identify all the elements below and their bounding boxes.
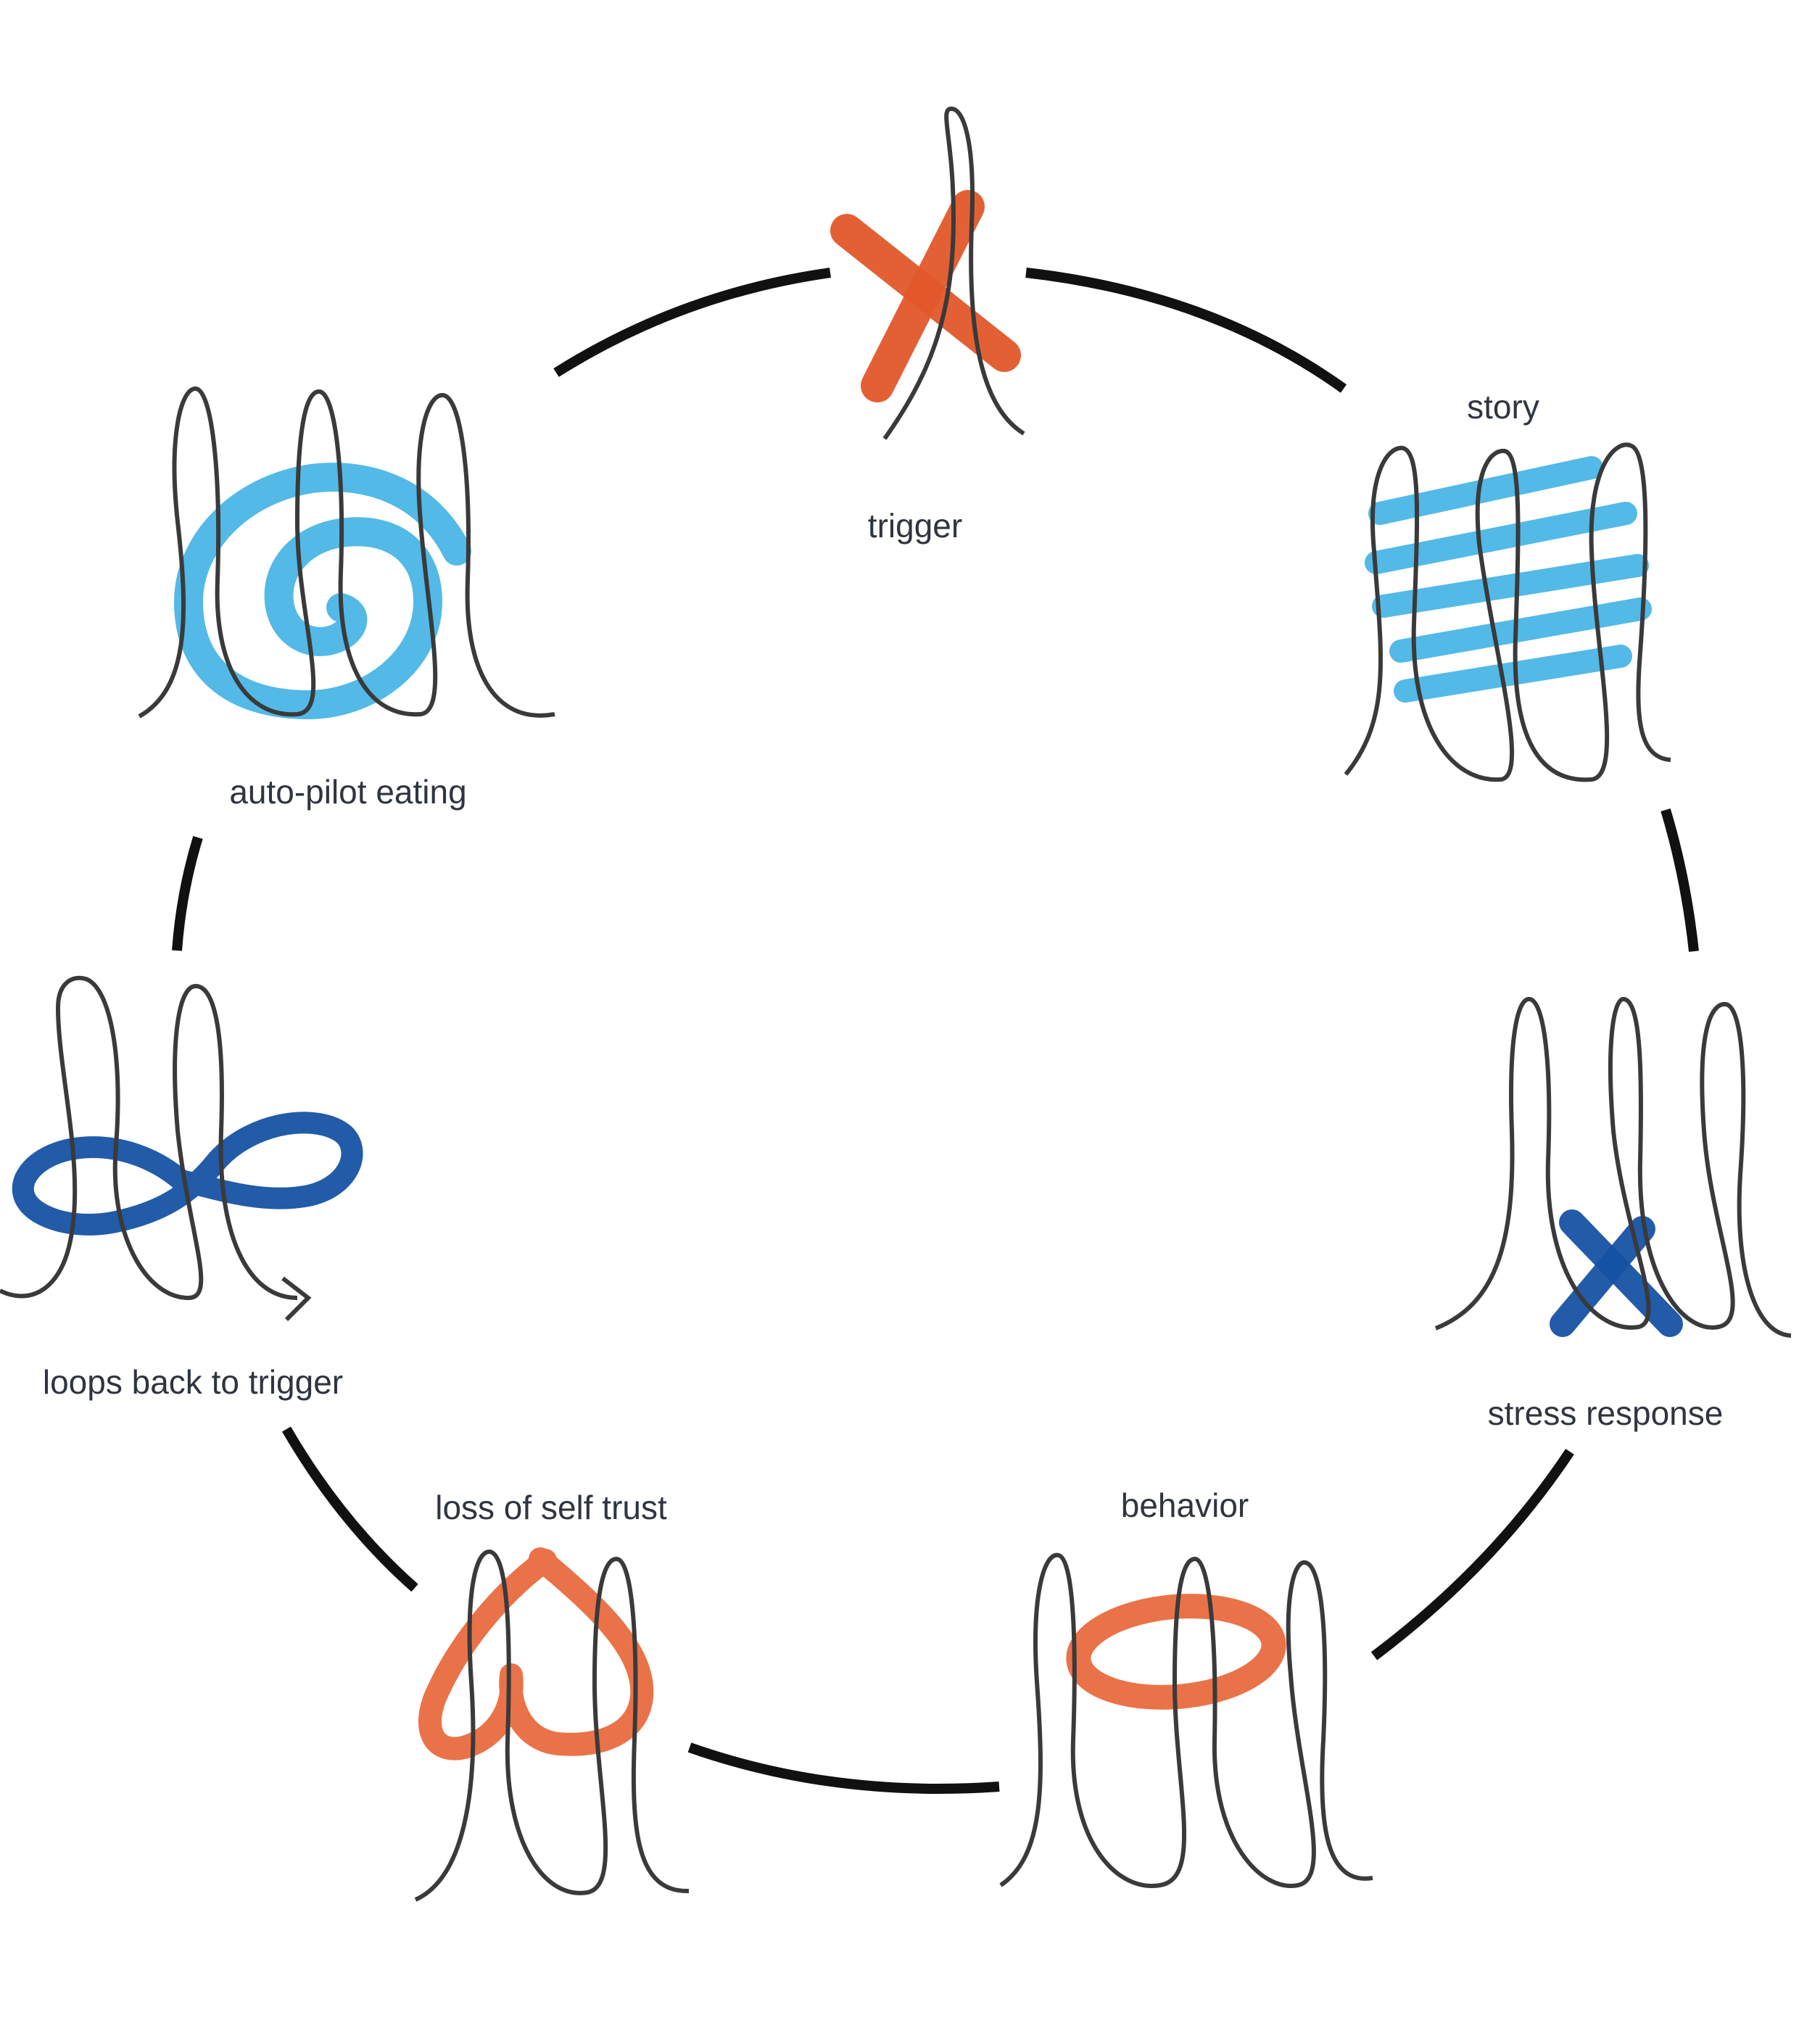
story-label: story: [1467, 388, 1539, 426]
node-story: story: [1344, 388, 1671, 782]
node-auto-pilot-eating: auto-pilot eating: [138, 386, 555, 811]
stress-response-loop-line: [1434, 996, 1792, 1338]
stress-response-x-scribble: [1550, 1209, 1683, 1337]
node-trigger: trigger: [830, 106, 1025, 545]
auto-pilot-loop-line: [138, 386, 555, 719]
loops-back-to-trigger-label: loops back to trigger: [43, 1363, 343, 1401]
ring-arc-autopilot-trigger: [553, 268, 831, 377]
trigger-loop-line: [882, 106, 1025, 440]
ring-arc-behavior-loss: [687, 1742, 1000, 1794]
node-stress-response: stress response: [1434, 996, 1792, 1432]
story-loop-line: [1344, 442, 1671, 782]
ring-arc-story-stress: [1661, 808, 1699, 952]
trigger-label: trigger: [868, 507, 962, 545]
loops-back-arrowhead-icon: [281, 1276, 312, 1322]
cycle-ring: [172, 268, 1699, 1794]
loss-of-self-trust-label: loss of self trust: [435, 1489, 667, 1526]
ring-arc-loops-autopilot: [172, 835, 203, 951]
ring-arc-trigger-story: [1025, 268, 1347, 393]
behavior-label: behavior: [1121, 1486, 1249, 1524]
stress-response-label: stress response: [1488, 1394, 1724, 1432]
loops-back-loop-line: [0, 975, 298, 1301]
node-loops-back-to-trigger: loops back to trigger: [0, 975, 363, 1401]
behavior-loop-line: [999, 1552, 1373, 1888]
node-loss-of-self-trust: loss of self trust: [414, 1489, 690, 1902]
loss-of-self-trust-heart-scribble: [418, 1547, 654, 1760]
ring-arc-stress-behavior: [1370, 1449, 1574, 1660]
ring-arc-loss-loops: [281, 1426, 418, 1592]
loops-back-infinity-scribble: [12, 1112, 363, 1236]
behavior-ring-scribble: [1066, 1594, 1286, 1710]
auto-pilot-eating-label: auto-pilot eating: [229, 773, 466, 811]
auto-pilot-spiral-scribble: [173, 463, 471, 720]
node-behavior: behavior: [999, 1486, 1373, 1888]
loss-of-self-trust-loop-line: [414, 1549, 690, 1902]
